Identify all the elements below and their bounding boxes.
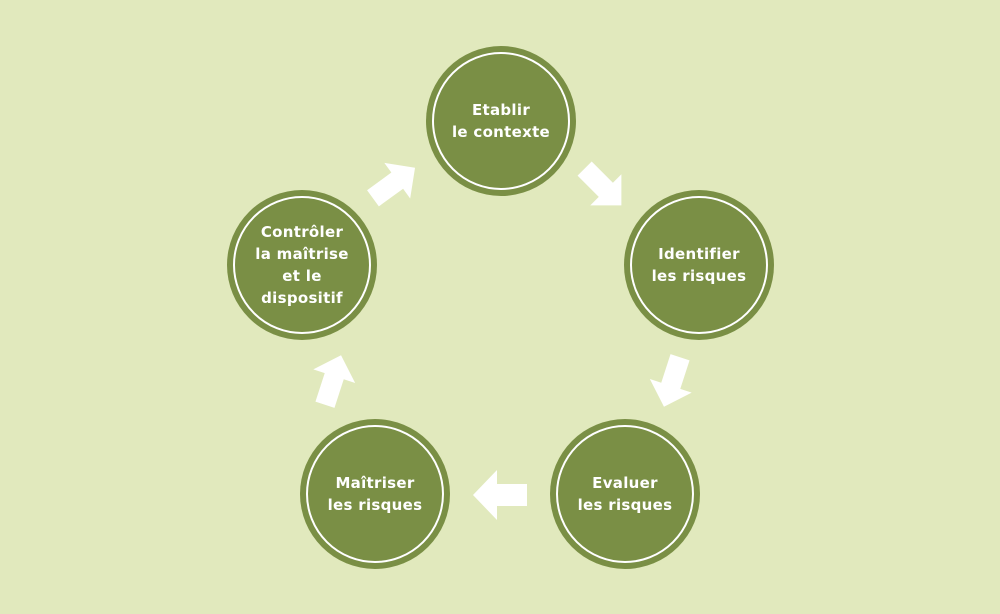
step-label: Identifier les risques (651, 245, 747, 285)
arrow-maitriser-to-controler (313, 355, 356, 408)
arrow-evaluer-to-maitriser (473, 470, 527, 520)
step-controler-la-maitrise: Contrôler la maîtrise et le dispositif (227, 190, 377, 340)
step-ring: Identifier les risques (630, 196, 768, 334)
step-ring: Etablir le contexte (432, 52, 570, 190)
arrow-icon (473, 470, 527, 520)
step-maitriser-les-risques: Maîtriser les risques (300, 419, 450, 569)
step-evaluer-les-risques: Evaluer les risques (550, 419, 700, 569)
step-label: Maîtriser les risques (327, 474, 423, 514)
arrow-controler-to-etablir (367, 162, 416, 207)
step-label: Etablir le contexte (451, 101, 551, 141)
arrow-identifier-to-evaluer (649, 354, 692, 407)
arrow-etablir-to-identifier (577, 161, 622, 206)
step-label: Contrôler la maîtrise et le dispositif (255, 223, 349, 307)
arrow-icon (313, 355, 356, 408)
arrow-icon (577, 161, 622, 206)
step-label: Evaluer les risques (577, 474, 673, 514)
step-ring: Contrôler la maîtrise et le dispositif (233, 196, 371, 334)
arrow-icon (649, 354, 692, 407)
step-etablir-le-contexte: Etablir le contexte (426, 46, 576, 196)
arrow-icon (367, 162, 416, 207)
step-ring: Maîtriser les risques (306, 425, 444, 563)
step-identifier-les-risques: Identifier les risques (624, 190, 774, 340)
step-ring: Evaluer les risques (556, 425, 694, 563)
